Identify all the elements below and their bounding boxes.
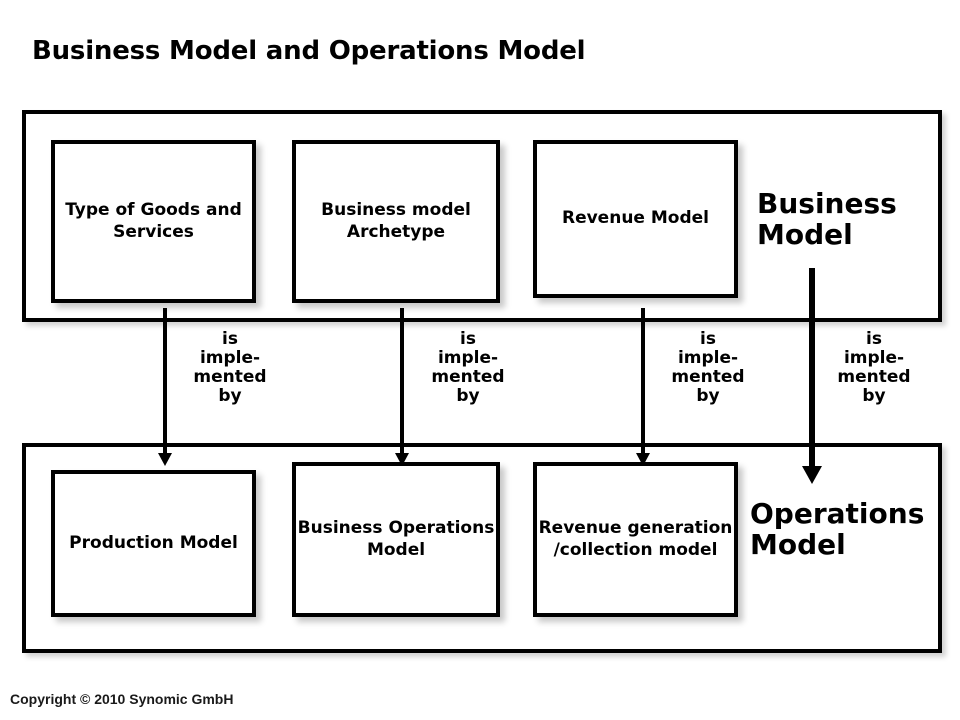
arrow-shaft bbox=[641, 308, 645, 455]
box-business-operations-model[interactable]: Business Operations Model bbox=[292, 462, 500, 617]
box-type-of-goods-and-services[interactable]: Type of Goods and Services bbox=[51, 140, 256, 303]
box-business-model-archetype[interactable]: Business model Archetype bbox=[292, 140, 500, 303]
arrow-head-icon bbox=[158, 453, 172, 466]
business-model-label: Business Model bbox=[757, 187, 897, 252]
arrow-shaft bbox=[400, 308, 404, 455]
copyright-notice: Copyright © 2010 Synomic GmbH bbox=[10, 691, 234, 707]
arrow-archetype-to-business-operations-model bbox=[387, 308, 417, 468]
arrow-business-model-to-operations-model bbox=[795, 268, 829, 490]
arrow-type-of-goods-to-production-model bbox=[150, 308, 180, 468]
box-revenue-model[interactable]: Revenue Model bbox=[533, 140, 738, 298]
page-title: Business Model and Operations Model bbox=[32, 36, 586, 66]
arrow-shaft bbox=[809, 268, 815, 469]
box-revenue-generation-collection-model[interactable]: Revenue generation /collection model bbox=[533, 462, 738, 617]
arrow-label-is-implemented-by-2: is imple- mented by bbox=[431, 329, 505, 407]
arrow-label-is-implemented-by-1: is imple- mented by bbox=[193, 329, 267, 407]
arrow-label-is-implemented-by-3: is imple- mented by bbox=[671, 329, 745, 407]
arrow-label-is-implemented-by-4: is imple- mented by bbox=[837, 329, 911, 407]
operations-model-label: Operations Model bbox=[750, 497, 925, 562]
arrow-head-icon bbox=[802, 466, 822, 484]
arrow-shaft bbox=[163, 308, 167, 455]
box-production-model[interactable]: Production Model bbox=[51, 470, 256, 617]
